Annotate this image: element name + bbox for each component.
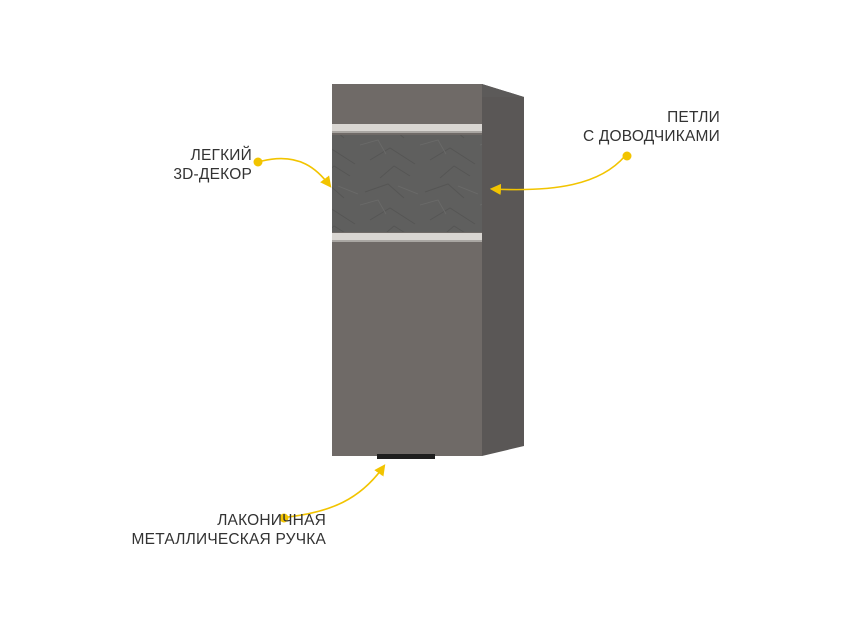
- decor-callout-line-1: ЛЕГКИЙ: [190, 147, 252, 164]
- lower-trim-shadow: [332, 240, 482, 242]
- upper-trim-shadow: [332, 131, 482, 133]
- hinges-callout-dot: [622, 151, 632, 161]
- decor-callout-label: ЛЕГКИЙ 3D-ДЕКОР: [160, 146, 252, 184]
- hinges-callout-line-1: ПЕТЛИ: [667, 109, 720, 126]
- hinges-callout-arrow: [489, 155, 626, 196]
- cabinet-side-panel: [482, 84, 524, 456]
- handle-callout-line-2: МЕТАЛЛИЧЕСКАЯ РУЧКА: [131, 531, 326, 548]
- metal-handle: [377, 454, 435, 459]
- handle-callout-label: ЛАКОНИЧНАЯ МЕТАЛЛИЧЕСКАЯ РУЧКА: [80, 511, 326, 549]
- handle-callout-arrow: [287, 464, 386, 518]
- handle-callout-dot: [279, 513, 289, 523]
- hinges-callout-line-2: С ДОВОДЧИКАМИ: [582, 128, 720, 145]
- decor-callout-line-2: 3D-ДЕКОР: [173, 166, 252, 183]
- decor-callout-arrow: [261, 157, 332, 188]
- decor-callout-dot: [253, 157, 263, 167]
- hinges-callout-label: ПЕТЛИ С ДОВОДЧИКАМИ: [548, 108, 720, 146]
- decor-panel: [332, 135, 482, 232]
- handle-callout-line-1: ЛАКОНИЧНАЯ: [217, 512, 326, 529]
- upper-trim-strip: [332, 124, 482, 131]
- lower-trim-strip: [332, 233, 482, 240]
